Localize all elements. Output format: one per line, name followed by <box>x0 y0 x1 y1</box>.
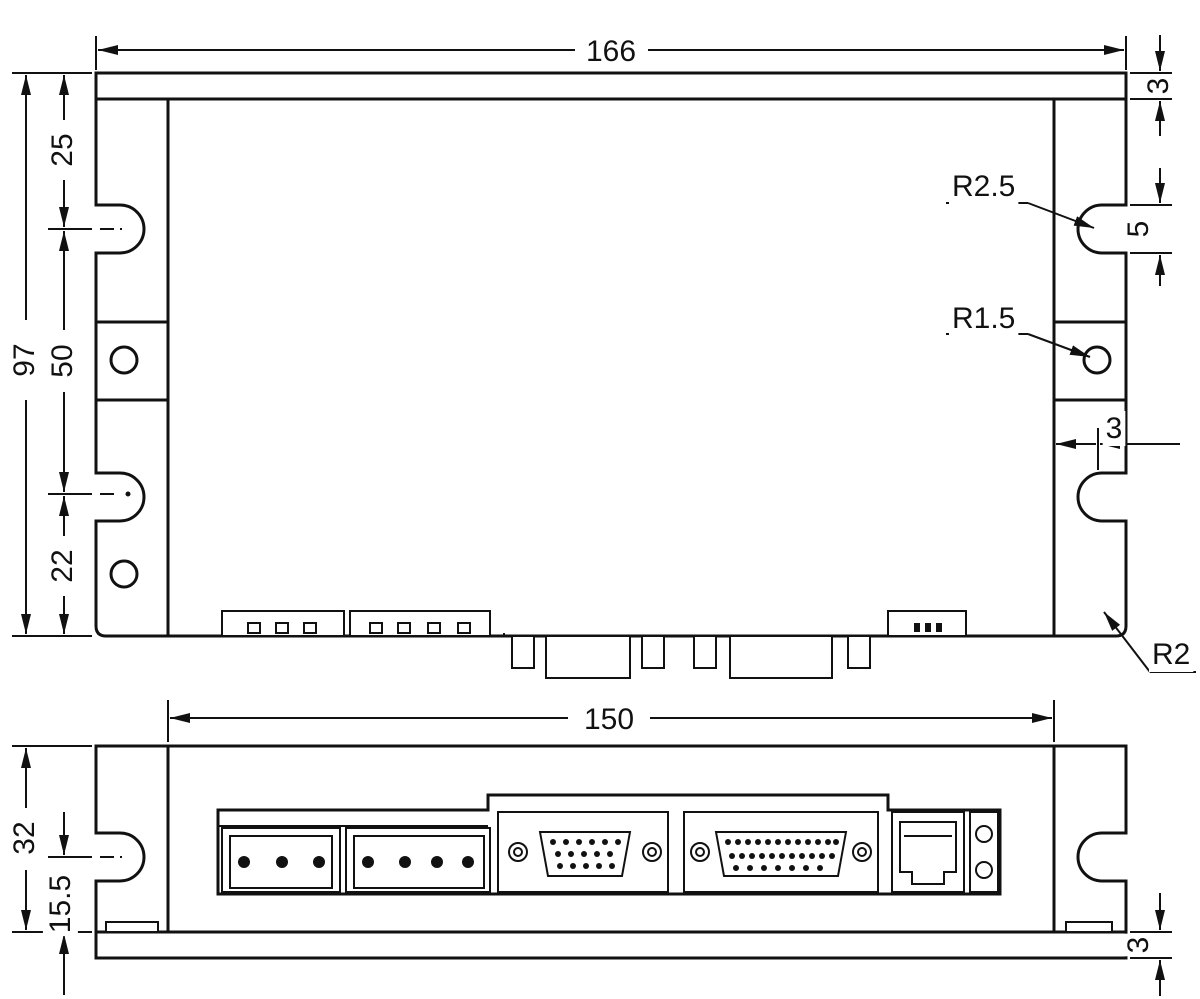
rj45-connector <box>891 811 965 893</box>
front-base-plate <box>94 930 1128 960</box>
main-body <box>166 97 1056 638</box>
dim-front-slot-height: 15.5 <box>44 875 77 933</box>
dim-bottom-offset: 22 <box>46 549 79 582</box>
dim-top-offset: 25 <box>46 133 79 166</box>
db25-connector <box>683 811 879 893</box>
left-mount-block <box>94 320 170 402</box>
terminal-block-3pin <box>221 827 341 893</box>
left-slot-dot <box>125 491 131 497</box>
dim-slot-spacing: 50 <box>46 344 79 377</box>
left-lower-hole <box>109 559 139 589</box>
terminal-block-4pin <box>345 827 491 893</box>
front-left-flange <box>94 744 170 934</box>
front-view: 150 <box>6 700 1172 996</box>
db15-connector <box>497 811 669 893</box>
dim-inner-width: 150 <box>584 703 634 736</box>
label-hole-radius: R1.5 <box>952 302 1015 335</box>
label-corner-radius: R2 <box>1152 638 1190 671</box>
left-mount-hole <box>109 345 139 375</box>
dim-slot-width: 5 <box>1122 221 1155 238</box>
right-mount-hole <box>1082 345 1112 375</box>
two-pin-connector <box>969 811 999 893</box>
top-view: 166 3 5 R2.5 R1.5 3 R2 <box>6 34 1196 679</box>
dim-overall-width: 166 <box>586 35 636 68</box>
right-mount-block <box>1052 320 1128 402</box>
dim-front-height: 32 <box>8 821 41 854</box>
left-flange <box>94 97 170 638</box>
dim-flange-gap: 3 <box>1106 412 1123 445</box>
front-right-flange <box>1052 744 1128 934</box>
top-flange-bar <box>94 71 1128 101</box>
dim-flange-thickness-bottom: 3 <box>1122 937 1155 954</box>
label-slot-radius: R2.5 <box>952 170 1015 203</box>
top-view-connectors <box>221 610 967 679</box>
dim-overall-height: 97 <box>8 343 41 376</box>
dim-flange-thickness-top: 3 <box>1142 78 1175 95</box>
connector-panel <box>216 793 1002 896</box>
